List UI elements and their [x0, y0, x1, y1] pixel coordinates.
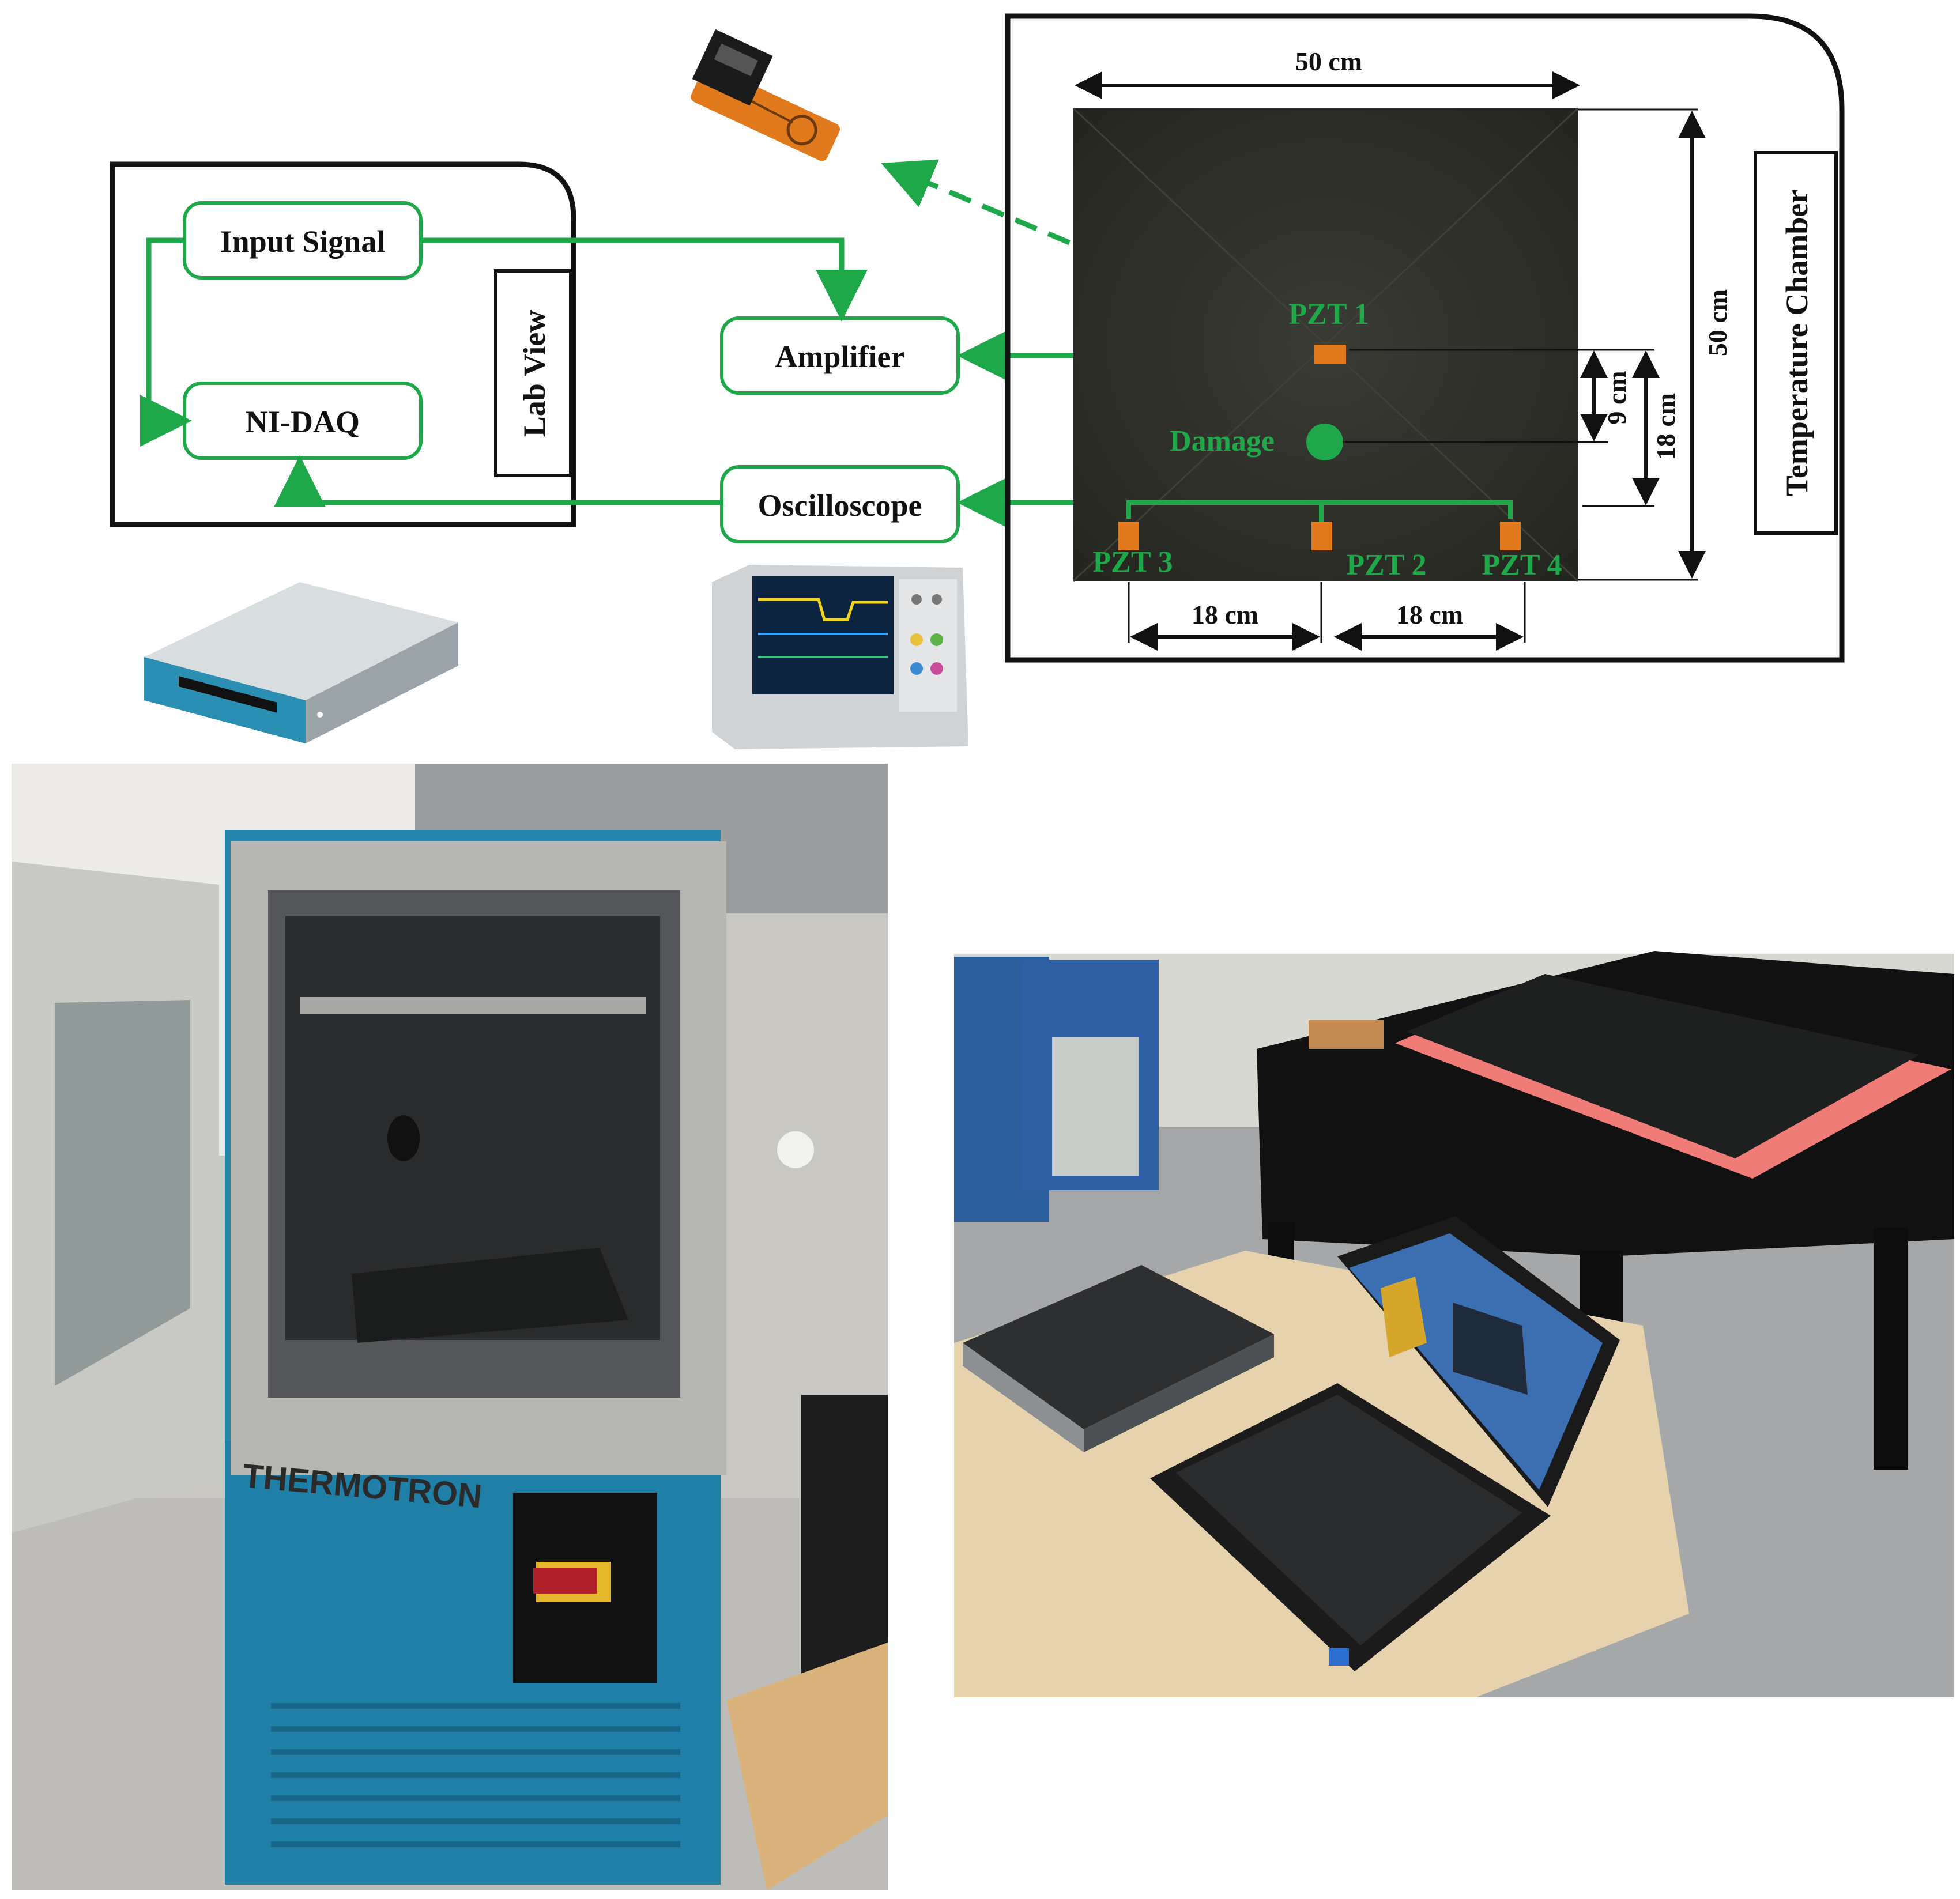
laptop-setup-photo	[954, 951, 1954, 1697]
pzt1-sensor	[1314, 345, 1346, 364]
lab-view-outline	[110, 161, 576, 527]
plate-height-label: 50 cm	[1703, 289, 1732, 356]
chamber-outline	[1005, 13, 1845, 663]
oscilloscope-label: Oscilloscope	[758, 488, 922, 523]
input-to-amplifier-line	[421, 237, 868, 322]
chamber-label: Temperature Chamber	[1780, 190, 1814, 496]
input-signal-label: Input Signal	[220, 224, 386, 259]
oscilloscope-device-image	[712, 565, 968, 749]
pzt3-sensor	[1118, 522, 1139, 550]
pzt2-sensor	[1311, 522, 1332, 550]
dim-9cm-label: 9 cm	[1602, 371, 1631, 424]
damage-label: Damage	[1170, 425, 1275, 458]
pzt2-label: PZT 2	[1346, 549, 1426, 582]
chamber-label-box	[1754, 151, 1838, 535]
pzt3-label: PZT 3	[1092, 546, 1173, 579]
ni-daq-device-image	[144, 582, 458, 743]
damage-marker	[1306, 424, 1343, 460]
amplifier-label: Amplifier	[775, 339, 905, 374]
pzt1-label: PZT 1	[1288, 298, 1369, 331]
pzt4-sensor	[1500, 522, 1521, 550]
oscilloscope-to-daq-line	[274, 455, 722, 507]
dim-18cm-vertical-label: 18 cm	[1651, 393, 1680, 460]
pzt4-label: PZT 4	[1482, 549, 1562, 582]
lab-view-group: Lab View Input Signal NI-DAQ	[110, 161, 576, 527]
temperature-chamber-photo: THERMOTRON	[12, 764, 888, 1890]
plate-width-label: 50 cm	[1295, 47, 1362, 76]
dim-pzt3-pzt2-label: 18 cm	[1192, 600, 1258, 629]
lab-view-label: Lab View	[517, 310, 552, 437]
lab-view-label-box	[494, 269, 572, 477]
chamber-group: Temperature Chamber 50 cm 50 cm PZT 1 Da…	[1005, 13, 1845, 663]
pzt-sensor-image	[691, 29, 840, 161]
ni-daq-label: NI-DAQ	[246, 405, 360, 439]
dim-pzt2-pzt4-label: 18 cm	[1396, 600, 1463, 629]
input-to-daq-line	[140, 237, 192, 447]
